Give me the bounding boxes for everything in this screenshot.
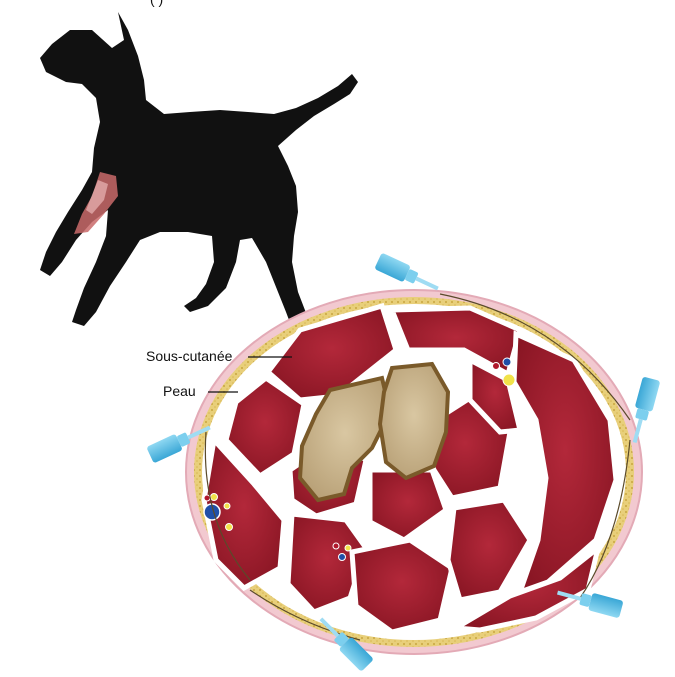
- nerve-yellow: [345, 545, 351, 551]
- vessel-blue: [339, 554, 346, 561]
- nerve-yellow: [224, 503, 230, 509]
- nerve-yellow: [503, 374, 515, 386]
- limb-cross-section: [186, 290, 642, 654]
- label-subcutaneous: Sous-cutanée: [146, 348, 232, 364]
- vessel-blue: [503, 358, 511, 366]
- nerve-yellow: [226, 524, 233, 531]
- nerve-yellow: [211, 494, 218, 501]
- vessel-red: [333, 543, 339, 549]
- vessel-red: [204, 495, 210, 501]
- ulna-bone: [380, 364, 448, 478]
- label-skin: Peau: [163, 383, 196, 399]
- vessel-red: [493, 363, 500, 370]
- dog-silhouette-icon: [40, 12, 358, 330]
